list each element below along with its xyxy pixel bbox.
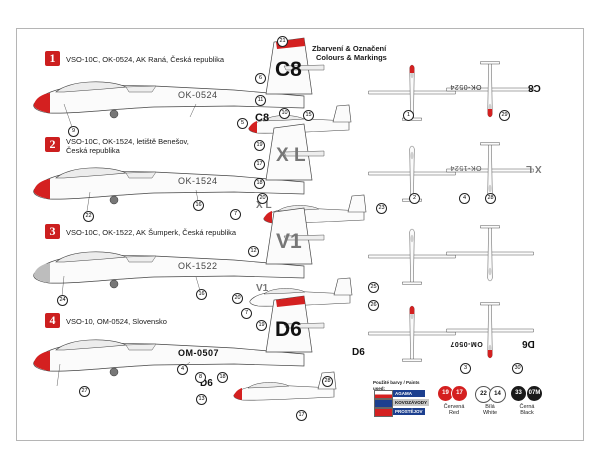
callout: 8: [195, 372, 206, 383]
callout: 22: [83, 211, 94, 222]
profile-2-plan-reg: OK-1524: [450, 164, 482, 171]
paints-used-title: Použité barvy / Paints used:: [373, 380, 420, 391]
callout: 13: [196, 394, 207, 405]
callout: 5: [237, 118, 248, 129]
callout: 21: [277, 36, 288, 47]
profile-3-registration: OK-1522: [178, 261, 218, 271]
callout: 16: [196, 289, 207, 300]
profile-4-caption: VSO-10, OM-0524, Slovensko: [66, 317, 167, 326]
callout: 11: [255, 95, 266, 106]
callout: 27: [79, 386, 90, 397]
swatch-red-code-1: 19: [438, 386, 453, 401]
callout: 7: [241, 308, 252, 319]
callout: 17: [254, 159, 265, 170]
callout: 12: [248, 246, 259, 257]
swatch-white-code-1: 22: [475, 386, 492, 403]
callout: 28: [485, 193, 496, 204]
callout: 20: [232, 293, 243, 304]
profile-4-under-marking: D6: [352, 347, 365, 358]
profile-4-badge: 4: [45, 313, 60, 328]
profile-3-badge: 3: [45, 224, 60, 239]
callout: 17: [296, 410, 307, 421]
flag-icon: [374, 399, 393, 408]
callout: 4: [177, 364, 188, 375]
brand-agama: AGAMA: [393, 390, 425, 397]
brand-prostejov: PROSTĚJOV: [393, 408, 425, 415]
profile-1-tail-marking: C8: [275, 58, 302, 81]
callout: 9: [68, 126, 79, 137]
brand-kovozavody: KOVOZÁVODY: [393, 399, 429, 406]
swatch-white-cz: Bílá: [485, 404, 495, 410]
callout: 6: [255, 73, 266, 84]
profile-4-registration: OM-0507: [178, 348, 220, 358]
profile-2-badge: 2: [45, 137, 60, 152]
profile-3-caption: VSO-10C, OK-1522, AK Šumperk, Česká repu…: [66, 228, 237, 237]
callout: 18: [254, 178, 265, 189]
swatch-white-en: White: [482, 410, 498, 416]
callout: 4: [459, 193, 470, 204]
flag-icon: [374, 408, 393, 417]
swatch-red-en: Red: [448, 410, 460, 416]
callout: 1: [403, 110, 414, 121]
swatch-red-code-2: 17: [451, 386, 467, 401]
callout: 24: [57, 295, 68, 306]
profile-2-caption-line2: Česká republika: [66, 146, 120, 155]
swatch-white-code-2: 14: [489, 386, 506, 403]
profile-4-tail-marking: D6: [275, 318, 302, 341]
profile-1-plan-reg: OK-0524: [450, 83, 482, 90]
profile-1-badge: 1: [45, 51, 60, 66]
callout: 29: [499, 110, 510, 121]
callout: 28: [322, 376, 333, 387]
profile-3-tail-marking: V1: [276, 230, 302, 253]
callout: 10: [279, 108, 290, 119]
profile-2-plan-tail: X L: [526, 163, 542, 174]
profile-2-caption: VSO-10C, OK-1524, letiště Benešov,: [66, 137, 189, 146]
callout: 15: [303, 110, 314, 121]
header-subtitle: Colours & Markings: [316, 53, 387, 62]
swatch-black-cz: Černá: [519, 404, 535, 410]
callout: 23: [376, 203, 387, 214]
callout: 19: [254, 140, 265, 151]
profile-1-small-tail: C8: [255, 112, 270, 124]
flag-icon: [374, 390, 393, 399]
callout: 19: [256, 320, 267, 331]
profile-1-registration: OK-0524: [178, 90, 218, 100]
profile-2-small-tail: X L: [256, 200, 272, 211]
page-frame: [16, 28, 584, 441]
profile-4-small-tail: D6: [200, 378, 213, 389]
profile-1-plan-tail: C8: [528, 82, 541, 93]
callout: 18: [217, 372, 228, 383]
swatch-black-code-1: 33: [511, 386, 526, 401]
profile-3-small-tail: V1: [256, 283, 269, 294]
swatch-black-en: Black: [520, 410, 534, 416]
callout: 20: [257, 193, 268, 204]
profile-4-plan-tail: D6: [522, 338, 535, 349]
header-title: Zbarvení & Označení: [312, 44, 387, 53]
swatch-black-code-2: 07M: [526, 386, 542, 401]
swatch-red-cz: Červená: [443, 404, 465, 410]
profile-2-registration: OK-1524: [178, 176, 218, 186]
profile-1-caption: VSO-10C, OK-0524, AK Raná, Česká republi…: [66, 55, 224, 64]
callout: 2: [409, 193, 420, 204]
profile-4-plan-reg: OM-0507: [450, 340, 483, 347]
callout: 3: [460, 363, 471, 374]
callout: 16: [193, 200, 204, 211]
callout: 25: [368, 282, 379, 293]
callout: 7: [230, 209, 241, 220]
profile-2-tail-marking: X L: [276, 145, 306, 166]
callout: 26: [368, 300, 379, 311]
callout: 30: [512, 363, 523, 374]
